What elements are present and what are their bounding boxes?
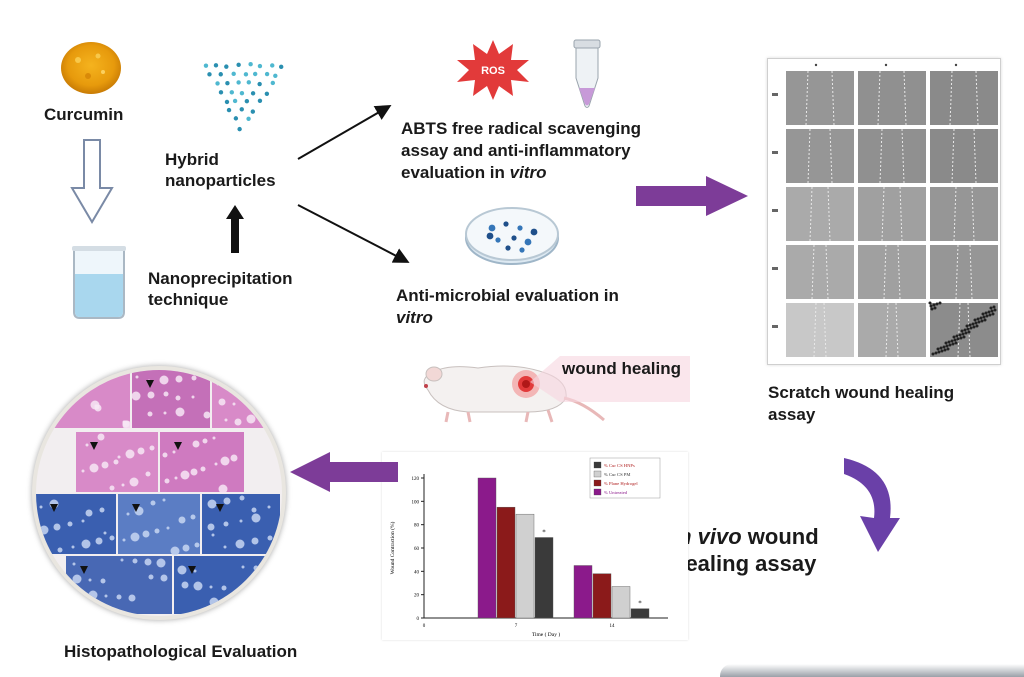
histology-tile [160,432,244,492]
y-tick-label: 0 [417,617,420,622]
wound-healing-label: wound healing [562,359,681,378]
legend-label: % Cur CS PM [604,472,630,477]
petri-dish-icon [462,198,562,270]
bar [630,608,650,619]
histopathological-label: Histopathological Evaluation [64,642,298,661]
legend-swatch [593,488,602,496]
abts-italic: vitro [509,163,547,182]
significance-star: * [638,600,642,608]
abts-label-3: evaluation in vitro [401,162,546,183]
x-tick-label: 7 [515,624,518,629]
abts-label-2: assay and anti-inflammatory [401,141,631,160]
wound-highlight [530,352,690,402]
bar [592,573,612,619]
purple-right-arrow [634,174,750,218]
bar [477,477,497,619]
y-tick-label: 40 [414,570,420,575]
nanoprecipitation-label-2: technique [148,290,229,309]
histology-tile [132,370,210,428]
hybrid-label-2: nanoparticles [165,171,276,190]
histology-tile [36,494,116,554]
y-tick-label: 20 [414,594,420,599]
corner-shadow [720,664,1024,677]
invivo-label-1: in vivo wound [672,524,819,550]
legend-swatch [593,470,602,478]
abts-label-3-text: evaluation in [401,163,510,182]
histopathology-circle [32,366,286,620]
abts-label-1: ABTS free radical scavenging [401,119,641,138]
bar [515,513,535,619]
x-axis-label: Time ( Day ) [532,631,561,638]
purple-left-arrow [288,450,400,494]
x-tick-label: 14 [610,624,616,629]
bar [573,565,593,619]
nanoparticle-dots-icon [196,56,296,136]
up-arrow-icon [225,203,245,253]
y-tick-label: 120 [412,477,420,482]
legend-label: % Untreated [604,490,628,495]
nanoprecipitation-label-1: Nanoprecipitation [148,269,293,288]
y-axis-label: Wound Contraction (%) [389,521,396,574]
y-tick-label: 100 [412,500,420,505]
histology-tile [174,556,280,614]
ros-text: ROS [481,65,505,77]
purple-curved-arrow [838,448,908,558]
legend-swatch [593,479,602,487]
bar [496,506,516,619]
x-origin-label: 0 [423,624,426,629]
legend-swatch [593,461,602,469]
histology-tile [36,370,130,428]
histology-tile [118,494,200,554]
scratch-label-2: assay [768,405,816,424]
down-arrow-icon [70,138,114,226]
histology-tile [66,556,172,614]
beaker-icon [68,244,130,320]
bar [611,586,631,619]
invivo-label-2: healing assay [672,551,817,576]
legend-box [589,457,661,499]
scratch-assay-panel [767,58,1001,365]
ros-burst-icon: ROS [455,38,531,100]
antimicrobial-label-2: vitro [396,308,433,327]
y-tick-label: 80 [414,524,420,529]
y-tick-label: 60 [414,547,420,552]
rat-icon [408,350,608,430]
scratch-label-1: Scratch wound healing [768,383,955,402]
curcumin-powder-icon [58,38,124,96]
significance-star: * [542,529,546,537]
legend-label: % Cur CS HNPs [604,463,635,468]
tube-icon [570,38,604,110]
hybrid-label-1: Hybrid [165,150,219,169]
bar [534,537,554,619]
antimicrobial-label-1: Anti-microbial evaluation in [396,286,619,305]
legend-label: % Plane Hydrogel [604,481,638,486]
branch-arrows [290,95,415,270]
curcumin-label: Curcumin [44,105,124,124]
invivo-rest: wound [741,524,819,549]
